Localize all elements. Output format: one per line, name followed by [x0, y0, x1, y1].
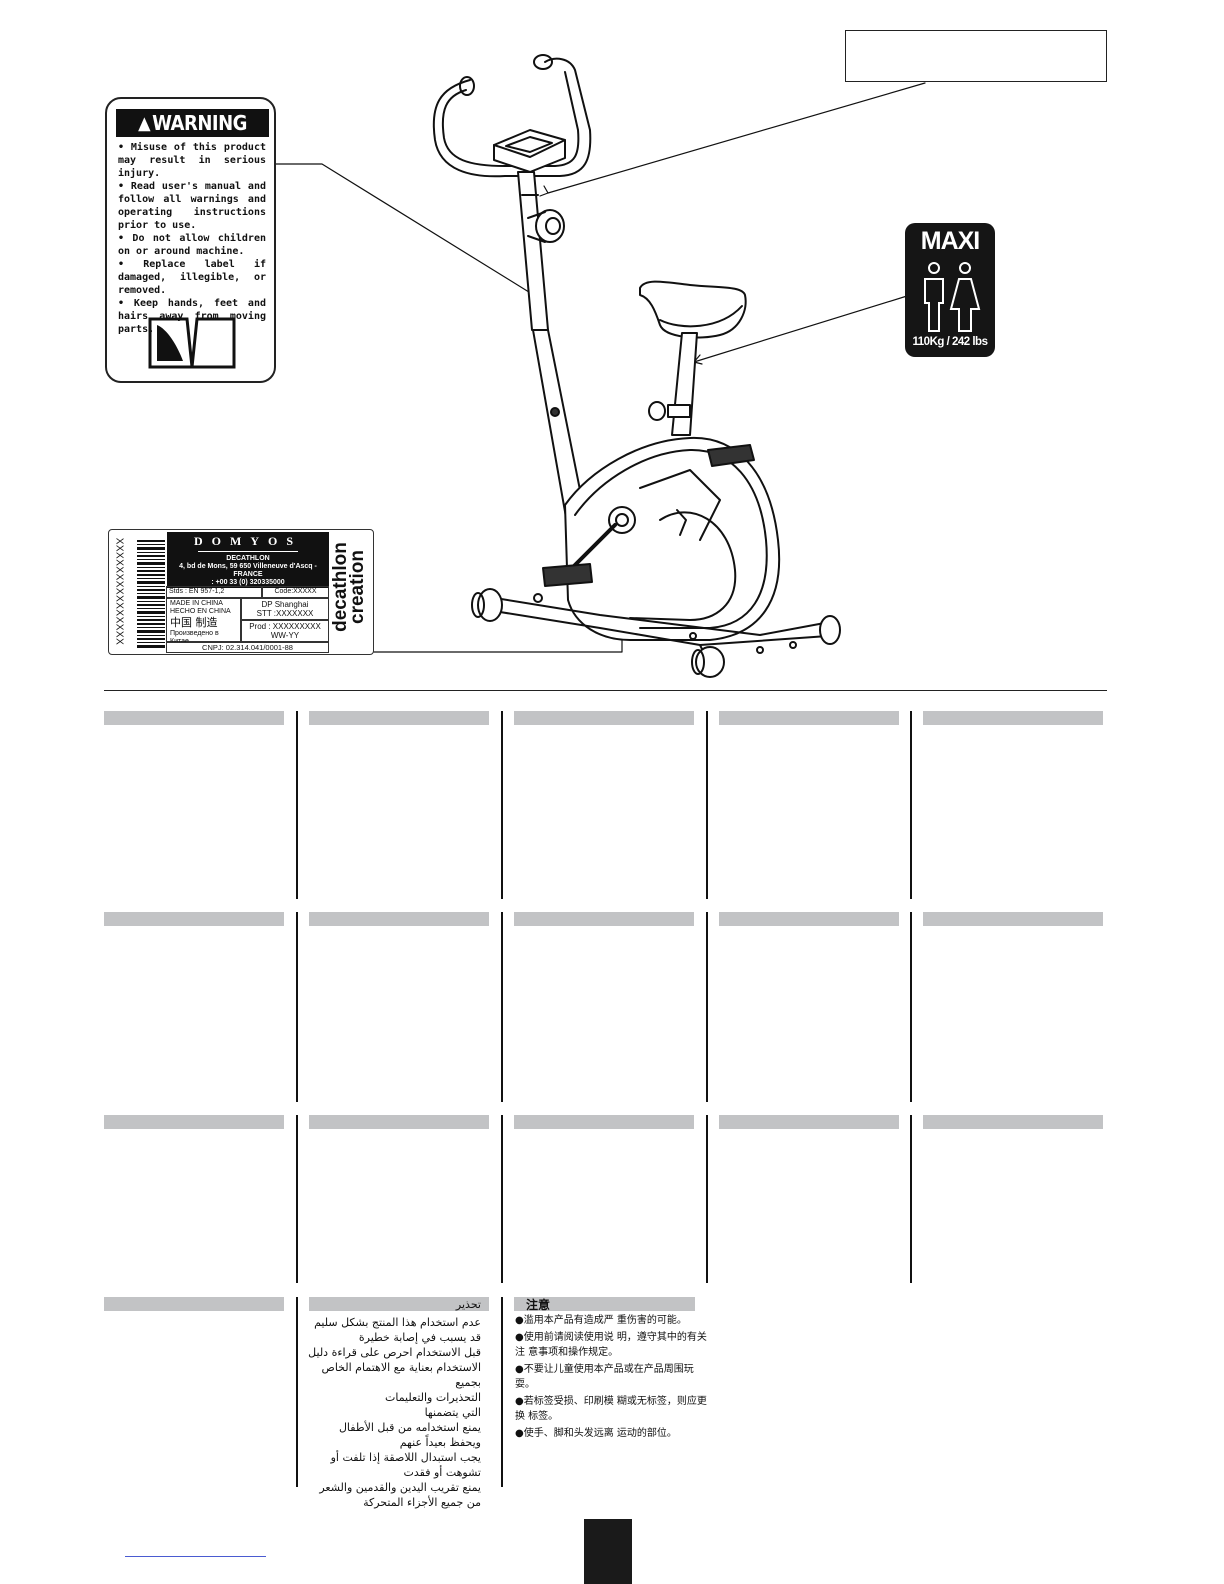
warning-triangle-icon: ▲: [138, 112, 151, 134]
section-divider: [104, 690, 1107, 691]
language-column-header: [719, 711, 899, 725]
column-divider: [706, 912, 708, 1102]
leader-line-product-label: [373, 624, 623, 653]
warning-label: ▲ WARNING • Misuse of this product may r…: [105, 97, 276, 383]
language-column-header: [719, 912, 899, 926]
language-column-header: [923, 912, 1103, 926]
man-woman-icon: [924, 262, 981, 332]
column-divider: [910, 912, 912, 1102]
language-column-header: [514, 912, 694, 926]
column-divider: [706, 1115, 708, 1283]
product-label: XXXXXXXXXXXXXXX DOMYOS DECATHLON 4, bd d…: [108, 529, 374, 655]
column-divider: [296, 711, 298, 899]
dp-field: DP Shanghai STT :XXXXXXX: [241, 598, 329, 620]
max-weight-badge: MAXI 110Kg / 242 lbs: [905, 223, 995, 357]
exercise-bike-illustration: [275, 54, 926, 678]
column-divider: [910, 1115, 912, 1283]
language-column-header: [309, 912, 489, 926]
arabic-column-header: [309, 1297, 489, 1311]
language-column-header: [514, 1115, 694, 1129]
column-divider: [501, 1115, 503, 1283]
maxi-title: MAXI: [920, 227, 981, 255]
company-info: DECATHLON 4, bd de Mons, 59 650 Villeneu…: [179, 555, 317, 586]
warning-line: • Misuse of this product may result in s…: [118, 142, 266, 179]
leader-line-maxi: [693, 295, 908, 363]
language-column-header: [309, 711, 489, 725]
brand-rule: [198, 551, 298, 552]
warning-line: • Read user's manual and follow all warn…: [118, 181, 266, 231]
barcode-number: XXXXXXXXXXXXXXX: [113, 537, 125, 646]
warning-line: • Replace label if damaged, illegible, o…: [118, 259, 266, 296]
column-divider: [501, 1297, 503, 1487]
title-box: [845, 30, 1107, 82]
column-divider: [706, 711, 708, 899]
origin-field: MADE IN CHINA HECHO EN CHINA 中国 制造 Произ…: [166, 598, 241, 645]
language-column-header: [104, 1297, 284, 1311]
chinese-warning-text: ●滥用本产品有造成严 重伤害的可能。 ●使用前请阅读使用说 明，遵守其中的有关注…: [515, 1315, 707, 1439]
barcode: [137, 540, 165, 648]
decathlon-creation-logo: decathlon creation: [330, 542, 368, 632]
label-header: DOMYOS DECATHLON 4, bd de Mons, 59 650 V…: [167, 532, 329, 588]
column-divider: [296, 1115, 298, 1283]
language-column-header: [514, 711, 694, 725]
column-divider: [501, 711, 503, 899]
language-column-header: [923, 1115, 1103, 1129]
column-divider: [910, 711, 912, 899]
column-divider: [296, 1297, 298, 1487]
language-column-header: [104, 711, 284, 725]
code-field: Code:XXXXX: [262, 586, 329, 598]
language-column-header: [104, 1115, 284, 1129]
leader-line-title: [547, 82, 926, 194]
column-divider: [501, 912, 503, 1102]
language-column-header: [309, 1115, 489, 1129]
cnpj-field: CNPJ: 02.314.041/0001-88: [166, 642, 329, 653]
warning-heading: ▲ WARNING: [116, 109, 269, 137]
standards-field: Stds : EN 957-1,2: [166, 586, 262, 598]
chinese-column-header: 注意: [514, 1297, 695, 1312]
chinese-heading: 注意: [526, 1298, 551, 1312]
warning-line: • Do not allow children on or around mac…: [118, 233, 266, 257]
language-column-header: [719, 1115, 899, 1129]
arabic-heading: تحذير: [455, 1298, 481, 1311]
warning-text: • Misuse of this product may result in s…: [118, 141, 266, 336]
language-column-header: [923, 711, 1103, 725]
warning-line: • Keep hands, feet and hairs away from m…: [118, 298, 266, 335]
prod-field: Prod : XXXXXXXXX WW-YY: [241, 620, 329, 642]
arabic-text: عدم استخدام هذا المنتج بشكل سليم قد يسبب…: [308, 1316, 481, 1509]
manual-book-icon: [148, 317, 236, 369]
leader-line-warning: [275, 163, 546, 303]
max-weight-text: 110Kg / 242 lbs: [912, 336, 988, 348]
footer-link-underline[interactable]: [125, 1556, 266, 1557]
column-divider: [296, 912, 298, 1102]
language-column-header: [104, 912, 284, 926]
brand-name: DOMYOS: [194, 534, 302, 548]
page-number-box: [584, 1519, 632, 1584]
